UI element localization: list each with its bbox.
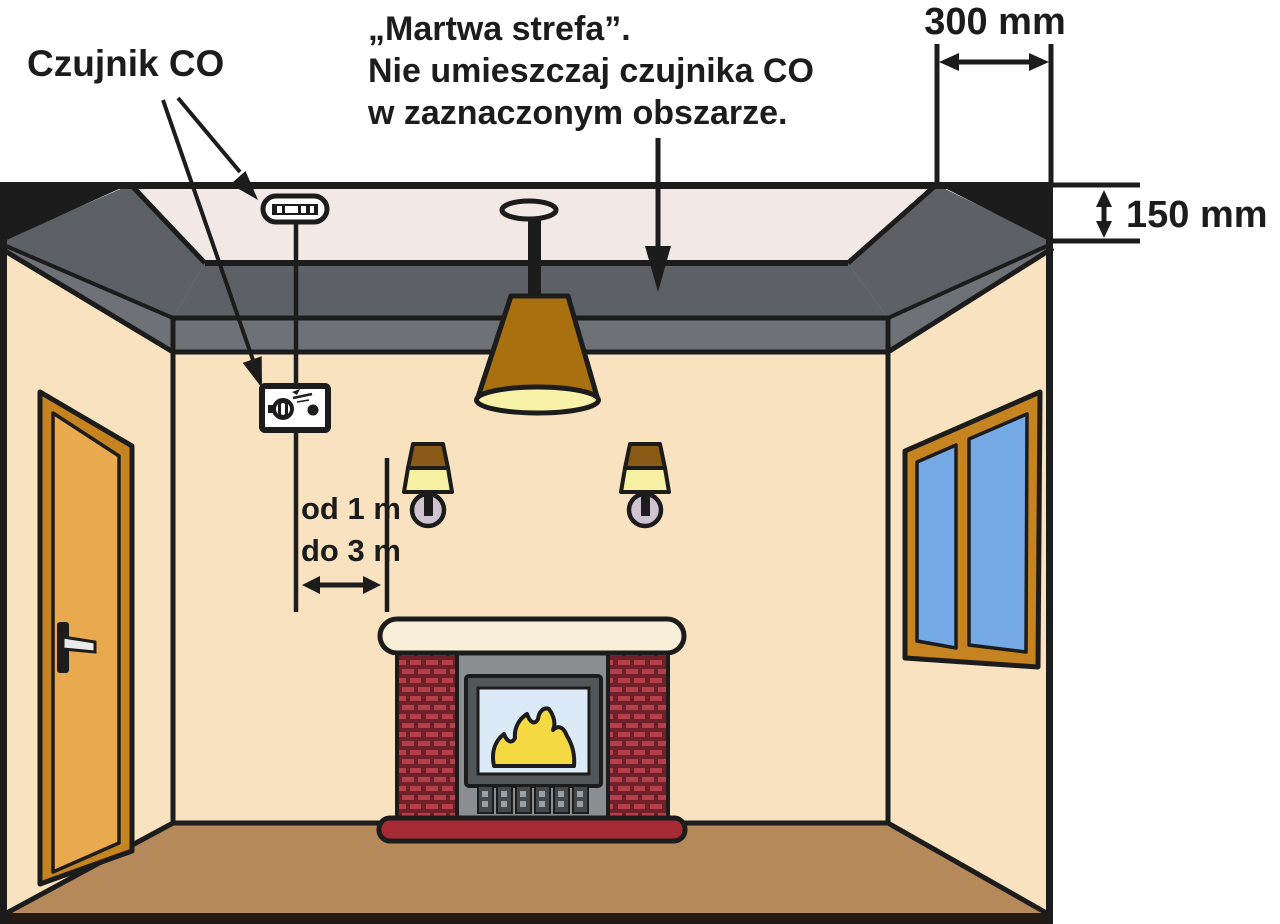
fireplace-pillar-left — [395, 648, 459, 825]
floor-edge-strip — [0, 913, 1053, 924]
wall-sconce-right-icon — [619, 442, 671, 529]
corner-shadow-right — [935, 183, 1053, 243]
flame-icon — [491, 706, 577, 768]
room-border-left — [0, 182, 7, 924]
arrowhead-right — [363, 576, 381, 594]
dead-zone-note-line3: w zaznaczonym obszarze. — [367, 94, 787, 132]
arrowhead-down — [1096, 221, 1112, 238]
detector-brand-mark — [292, 389, 313, 403]
fireplace-mantel — [377, 616, 687, 656]
fireplace-pillar-right — [606, 648, 670, 825]
dead-zone-note-line2: Nie umieszczaj czujnika CO — [368, 52, 814, 90]
arrow-to-ceiling-detector — [176, 96, 258, 200]
co-detector-label: Czujnik CO — [27, 43, 224, 84]
wall-offset-dimension: 150 mm — [1053, 182, 1268, 244]
co-alarm-ceiling-icon — [260, 193, 330, 225]
arrow-to-wall-detector — [161, 99, 262, 388]
range-label-line1: od 1 m — [301, 491, 401, 526]
arrowhead-left — [302, 576, 320, 594]
ceiling-offset-dimension: 300 mm — [924, 1, 1066, 186]
room-border-top — [0, 182, 1053, 189]
arrowhead-right — [1029, 53, 1049, 71]
window-icon — [902, 389, 1043, 670]
ceiling — [118, 186, 935, 263]
wall-sconce-left-icon — [402, 442, 454, 529]
corner-shadow-left — [0, 183, 132, 243]
fireplace-vents — [477, 785, 589, 814]
co-alarm-wall-icon — [259, 383, 331, 433]
floor — [3, 823, 1051, 916]
range-label-line2: do 3 m — [301, 533, 401, 568]
window-pane-left — [915, 443, 958, 650]
wall-offset-label: 150 mm — [1126, 194, 1268, 236]
fireplace-icon — [376, 616, 688, 844]
pendant-lamp-icon — [474, 198, 601, 416]
dead-zone-note-line1: „Martwa strefa”. — [368, 10, 631, 48]
ceiling-offset-label: 300 mm — [924, 1, 1066, 43]
co-detector-annotation: Czujnik CO — [27, 43, 262, 388]
door-icon — [37, 389, 135, 887]
arrowhead-up — [1096, 190, 1112, 207]
room-border-right — [1046, 182, 1053, 924]
door-handle-icon — [57, 622, 97, 673]
dead-zone-annotation: „Martwa strefa”. Nie umieszczaj czujnika… — [367, 10, 814, 292]
arrow-to-dead-zone — [645, 138, 671, 292]
window-pane-right — [967, 412, 1029, 654]
fireplace-hearth — [376, 815, 688, 844]
arrowhead-left — [939, 53, 959, 71]
